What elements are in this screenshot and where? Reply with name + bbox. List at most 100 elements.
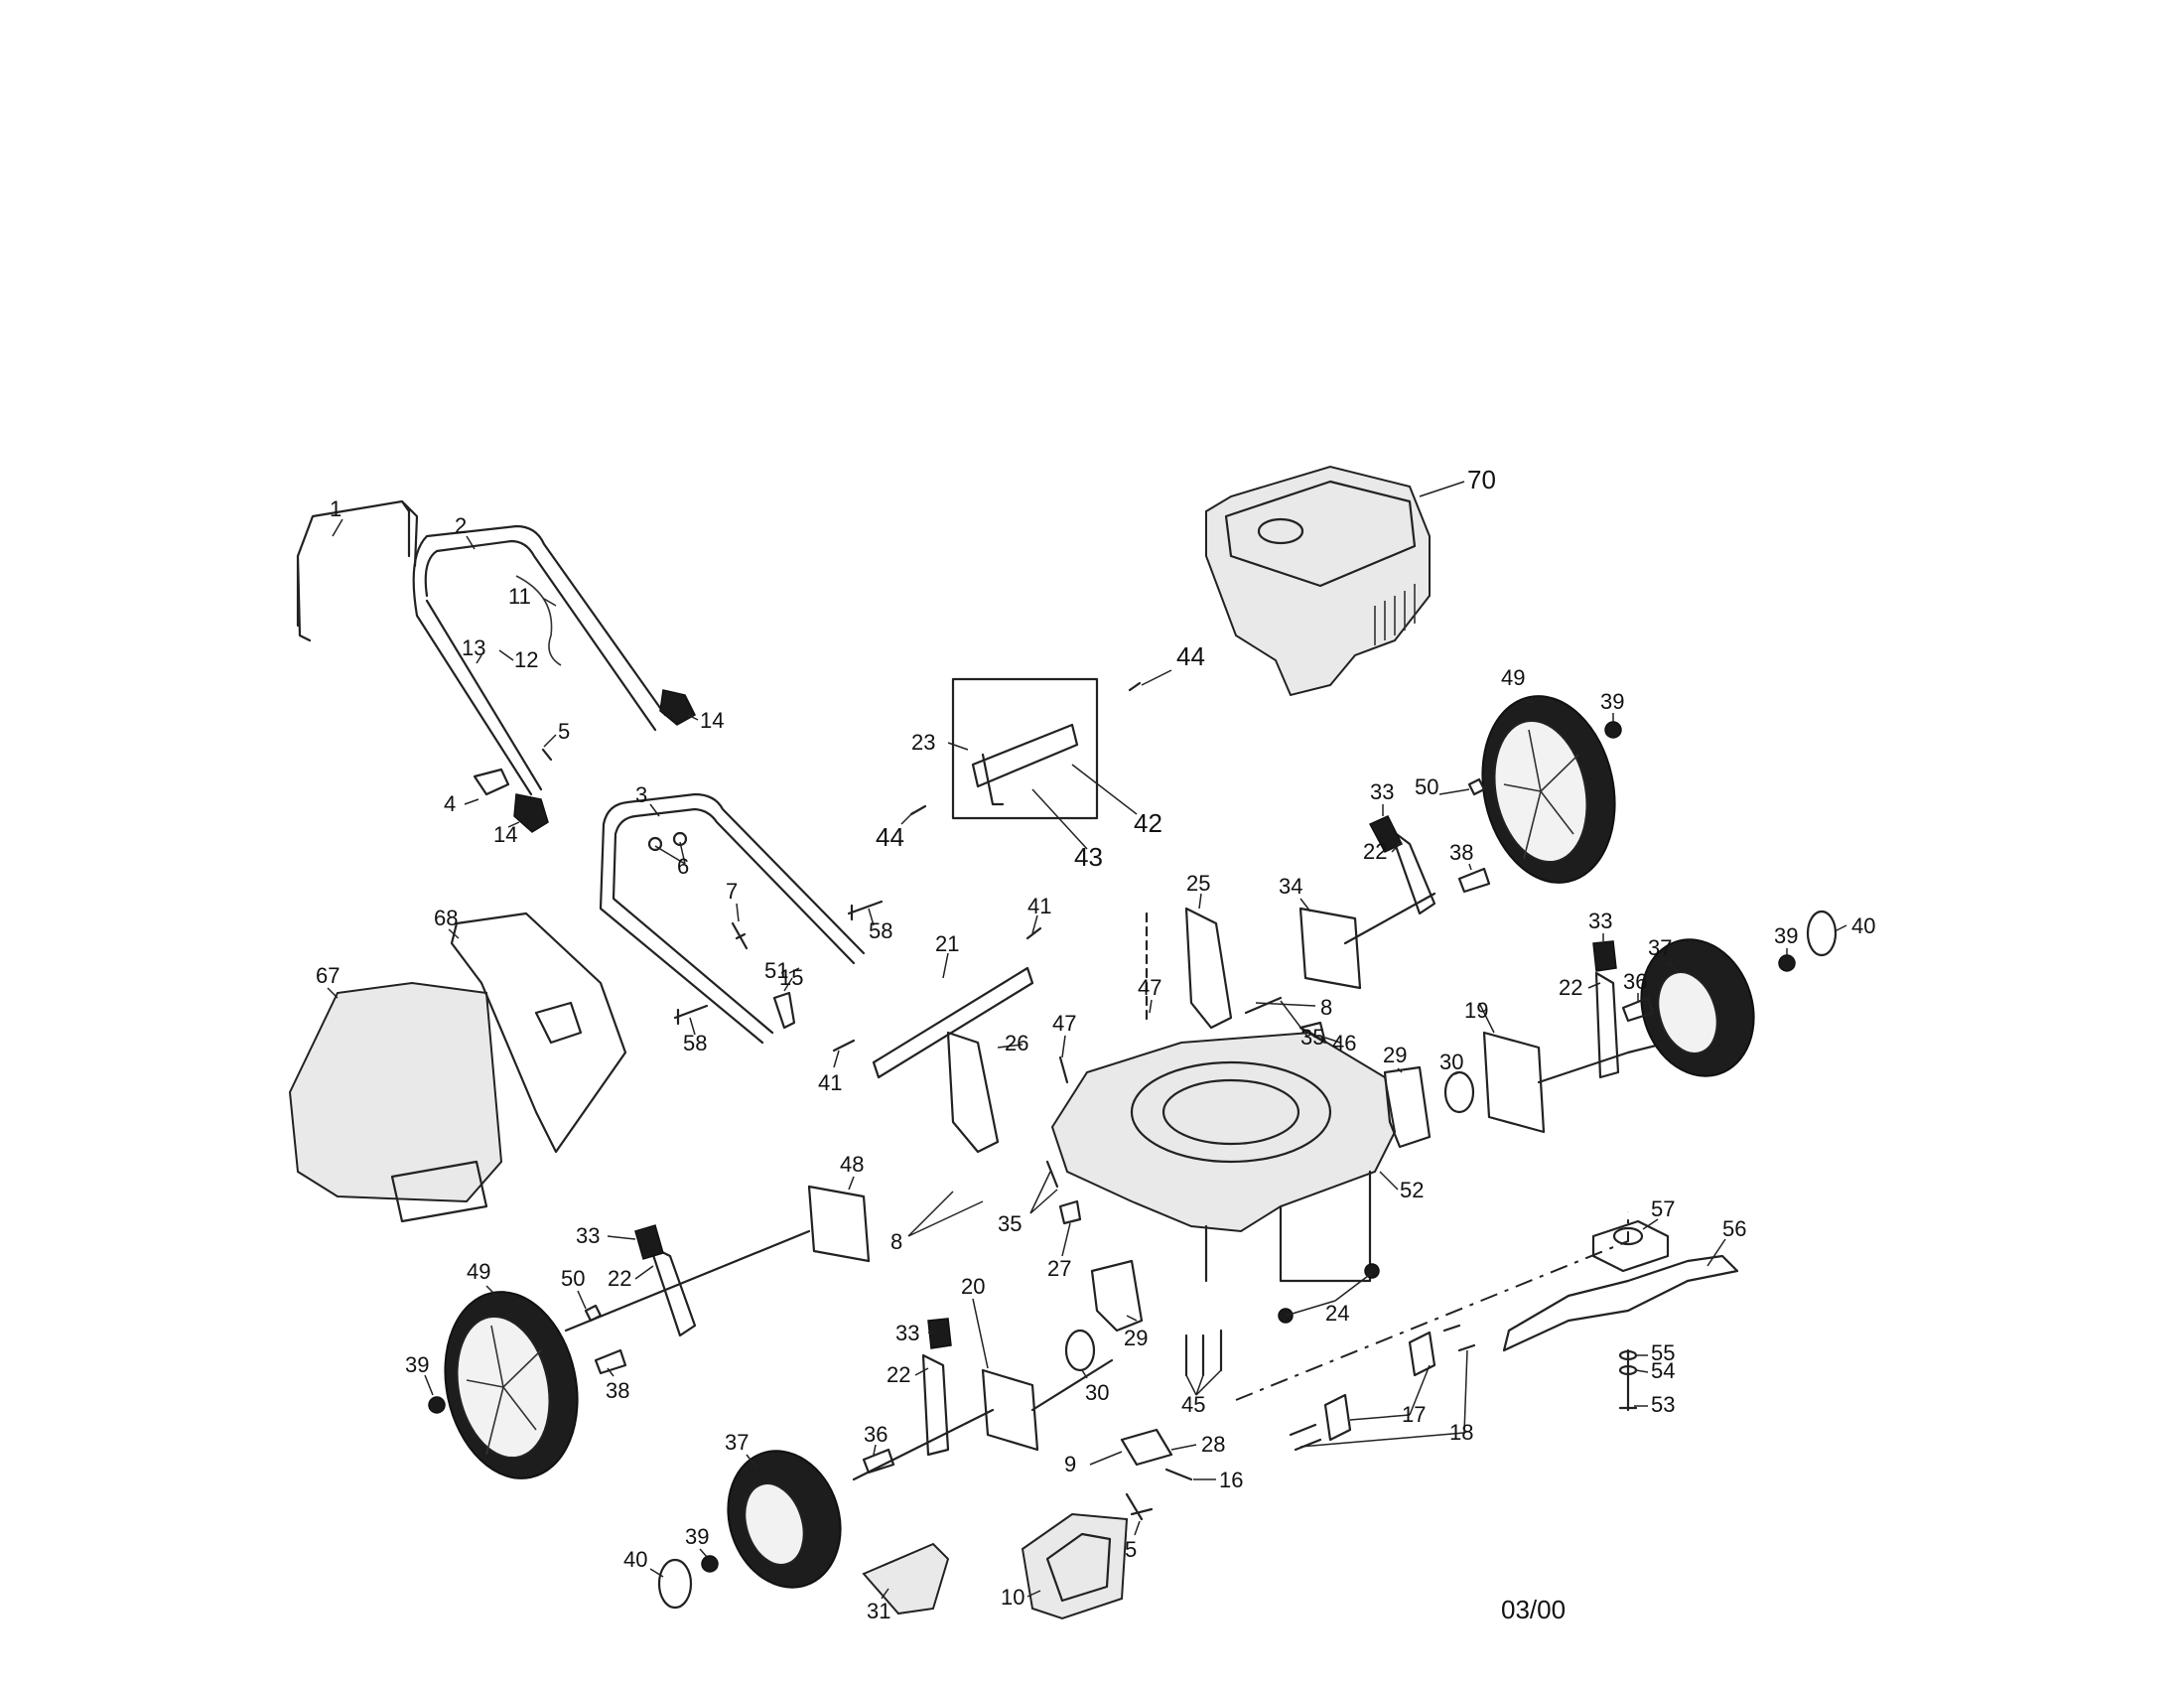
leader-58a bbox=[868, 908, 875, 926]
callout-58a: 58 bbox=[869, 918, 892, 943]
part-bracket-17b bbox=[1408, 1331, 1436, 1377]
callout-39d: 39 bbox=[685, 1524, 709, 1549]
callout-28: 28 bbox=[1201, 1432, 1225, 1457]
part-nut-39a bbox=[1604, 721, 1622, 739]
part-height-adjuster-26 bbox=[946, 1031, 1000, 1154]
leader-70 bbox=[1419, 481, 1465, 497]
leader-67 bbox=[327, 987, 339, 999]
leader-37b bbox=[746, 1454, 757, 1469]
callout-33b: 33 bbox=[1588, 909, 1612, 933]
part-bracket-15 bbox=[772, 991, 796, 1030]
callout-25: 25 bbox=[1186, 871, 1210, 896]
part-blade-adapter bbox=[1591, 1219, 1670, 1273]
leader-19 bbox=[1478, 1002, 1495, 1034]
callout-30a: 30 bbox=[1439, 1050, 1463, 1074]
leader-7 bbox=[736, 903, 740, 922]
callout-22d: 22 bbox=[887, 1362, 910, 1387]
leader-39c bbox=[424, 1374, 434, 1396]
leader-11 bbox=[543, 598, 557, 607]
callout-5a: 5 bbox=[558, 719, 570, 744]
callout-55: 55 bbox=[1651, 1340, 1675, 1365]
part-bolt-36b bbox=[862, 1448, 895, 1474]
part-wheel-49-right bbox=[1481, 695, 1616, 884]
callout-29b: 29 bbox=[1124, 1326, 1148, 1350]
part-lever-22d bbox=[921, 1353, 950, 1457]
callout-34: 34 bbox=[1279, 874, 1302, 899]
leader-29a bbox=[1397, 1067, 1403, 1073]
leader-8a bbox=[1255, 1002, 1316, 1007]
callout-39b: 39 bbox=[1774, 923, 1798, 948]
leader-58b bbox=[689, 1017, 696, 1036]
callout-50b: 50 bbox=[561, 1266, 585, 1291]
leader-46 bbox=[1324, 1037, 1341, 1044]
leader-50a bbox=[1438, 788, 1470, 795]
part-grip-33a bbox=[1368, 815, 1404, 853]
part-deck-opening bbox=[1130, 1060, 1332, 1164]
leader-26 bbox=[997, 1044, 1024, 1049]
callout-15: 15 bbox=[779, 965, 803, 990]
leader-15 bbox=[783, 977, 793, 992]
callout-1: 1 bbox=[330, 496, 341, 521]
callout-67: 67 bbox=[316, 963, 340, 988]
leader-49b bbox=[485, 1285, 497, 1297]
part-engine-fins bbox=[1374, 584, 1416, 645]
leader-5a bbox=[543, 734, 557, 748]
part-spacer-30a bbox=[1443, 1070, 1475, 1114]
leader-6 bbox=[654, 841, 686, 865]
leader-14a bbox=[687, 714, 699, 721]
callout-11: 11 bbox=[508, 584, 531, 609]
part-box-23 bbox=[951, 677, 1099, 820]
part-axle-rear-right bbox=[1343, 892, 1436, 945]
callout-48: 48 bbox=[840, 1152, 864, 1177]
part-bolt-58b bbox=[673, 1004, 709, 1026]
part-deflector bbox=[862, 1542, 950, 1615]
callout-44b: 44 bbox=[876, 822, 904, 852]
part-bracket-27 bbox=[1058, 1199, 1082, 1225]
part-spring-35b bbox=[1045, 1160, 1059, 1189]
part-engine bbox=[1205, 465, 1431, 697]
callout-3: 3 bbox=[635, 782, 647, 807]
leader-25 bbox=[1198, 893, 1202, 910]
part-bail-handle bbox=[296, 499, 419, 642]
part-grip-33c bbox=[634, 1224, 664, 1260]
callout-33c: 33 bbox=[576, 1223, 600, 1248]
part-grip-33d bbox=[927, 1318, 952, 1349]
callout-4: 4 bbox=[444, 791, 456, 816]
part-wheel-37-left bbox=[727, 1450, 842, 1589]
part-rod-47b bbox=[1058, 1055, 1069, 1084]
callout-58b: 58 bbox=[683, 1031, 707, 1055]
part-baffle-29a bbox=[1383, 1065, 1432, 1149]
leader-35b bbox=[1029, 1171, 1058, 1214]
callout-16: 16 bbox=[1219, 1468, 1243, 1492]
part-bag-frame bbox=[390, 1160, 488, 1223]
callout-6: 6 bbox=[677, 854, 689, 879]
part-deck-opening-inner bbox=[1161, 1078, 1300, 1146]
callout-2: 2 bbox=[455, 513, 467, 538]
leader-34 bbox=[1299, 898, 1311, 912]
leader-20 bbox=[972, 1298, 989, 1369]
leader-17 bbox=[1349, 1364, 1431, 1421]
leader-44b bbox=[900, 811, 914, 825]
callout-39a: 39 bbox=[1600, 689, 1624, 714]
leader-35a bbox=[1280, 1000, 1309, 1039]
part-bolt-41b bbox=[832, 1039, 856, 1052]
callout-38a: 38 bbox=[1449, 840, 1473, 865]
part-cam-knob-14b bbox=[513, 793, 549, 833]
leader-27 bbox=[1061, 1222, 1071, 1257]
leader-12 bbox=[498, 649, 514, 661]
callout-14b: 14 bbox=[493, 822, 517, 847]
part-bolt-7 bbox=[731, 921, 749, 950]
leader-28 bbox=[1170, 1444, 1197, 1451]
leader-43 bbox=[1031, 788, 1088, 850]
part-bolt-44a bbox=[1128, 681, 1142, 692]
leader-41b bbox=[833, 1050, 840, 1068]
part-clip-4 bbox=[473, 768, 510, 796]
leader-22c bbox=[634, 1265, 654, 1280]
part-drawings bbox=[288, 465, 1838, 1620]
leader-36b bbox=[873, 1444, 877, 1456]
leader-5b bbox=[1134, 1520, 1141, 1536]
part-wheel-49-left bbox=[444, 1291, 579, 1479]
part-handle-knob-6a bbox=[647, 836, 663, 852]
part-lever-22b bbox=[1594, 971, 1620, 1079]
